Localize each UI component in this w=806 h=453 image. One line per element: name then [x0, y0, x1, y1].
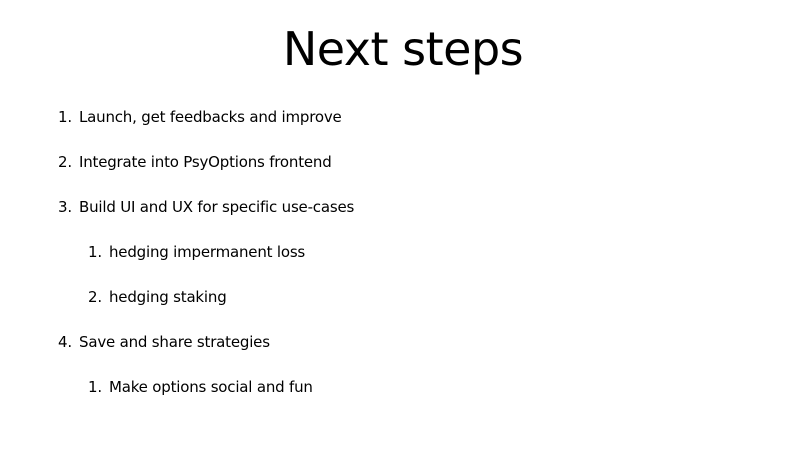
list-item-text: Launch, get feedbacks and improve	[79, 108, 342, 126]
list-item-number: 1.	[88, 243, 102, 261]
list-item-text: Build UI and UX for specific use-cases	[79, 198, 355, 216]
list-item-text: hedging impermanent loss	[109, 243, 306, 261]
list-item-number: 2.	[58, 153, 72, 171]
list-item-number: 4.	[58, 333, 72, 351]
list-item-text: Make options social and fun	[109, 378, 313, 396]
slide-title: Next steps	[282, 22, 524, 76]
list-item-text: Save and share strategies	[79, 333, 270, 351]
list-item-number: 2.	[88, 288, 102, 306]
list-item-number: 1.	[88, 378, 102, 396]
list-item-number: 3.	[58, 198, 72, 216]
list-item-text: Integrate into PsyOptions frontend	[79, 153, 332, 171]
list-item-text: hedging staking	[109, 288, 227, 306]
list-item-number: 1.	[58, 108, 72, 126]
